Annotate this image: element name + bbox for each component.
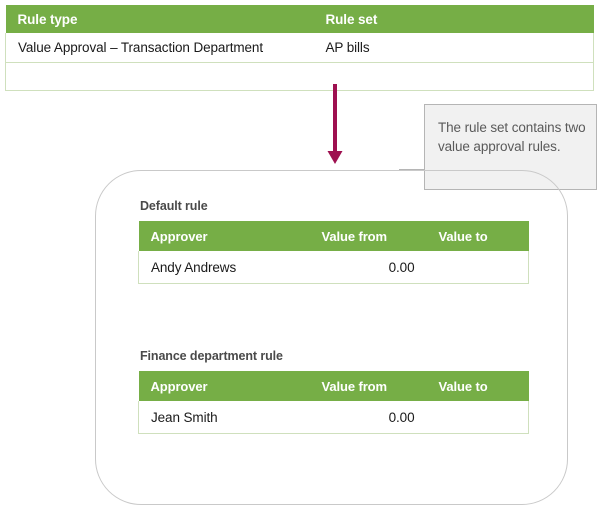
table-row[interactable]: Value Approval – Transaction Department … [5, 33, 594, 63]
rule-table-header-row: Rule type Rule set [5, 5, 594, 33]
table-row[interactable]: Jean Smith 0.00 [138, 401, 529, 434]
cell-approver: Jean Smith [138, 401, 314, 434]
approver-table-header-row: Approver Value from Value to [138, 371, 529, 401]
column-header-rule-set: Rule set [312, 5, 594, 33]
table-row-empty[interactable] [5, 62, 594, 91]
cell-value-to [428, 401, 529, 434]
rule-group-title-finance: Finance department rule [140, 349, 283, 363]
approver-table-finance: Approver Value from Value to Jean Smith … [138, 371, 529, 434]
rule-type-table: Rule type Rule set Value Approval – Tran… [5, 5, 594, 91]
column-header-approver: Approver [138, 221, 314, 251]
rule-group-title-default: Default rule [140, 199, 208, 213]
approver-table-default: Approver Value from Value to Andy Andrew… [138, 221, 529, 284]
approver-table-header-row: Approver Value from Value to [138, 221, 529, 251]
rule-group-finance: Finance department rule Approver Value f… [138, 349, 529, 434]
column-header-value-to: Value to [428, 371, 529, 401]
column-header-approver: Approver [138, 371, 314, 401]
column-header-value-from: Value from [313, 221, 429, 251]
cell-value-from: 0.00 [313, 401, 429, 434]
cell-value-from: 0.00 [313, 251, 429, 284]
callout-box: The rule set contains two value approval… [424, 104, 597, 190]
rule-group-default: Default rule Approver Value from Value t… [138, 199, 529, 284]
column-header-value-to: Value to [428, 221, 529, 251]
cell-rule-type-empty [5, 62, 313, 91]
cell-approver: Andy Andrews [138, 251, 314, 284]
table-row[interactable]: Andy Andrews 0.00 [138, 251, 529, 284]
column-header-value-from: Value from [313, 371, 429, 401]
callout-connector-line [399, 169, 425, 171]
cell-rule-set-empty [312, 62, 594, 91]
callout-text: The rule set contains two value approval… [438, 120, 586, 154]
cell-rule-set: AP bills [312, 33, 594, 63]
column-header-rule-type: Rule type [5, 5, 313, 33]
down-arrow-icon [327, 84, 343, 164]
rule-set-container: Default rule Approver Value from Value t… [95, 170, 568, 505]
cell-rule-type: Value Approval – Transaction Department [5, 33, 313, 63]
cell-value-to [428, 251, 529, 284]
